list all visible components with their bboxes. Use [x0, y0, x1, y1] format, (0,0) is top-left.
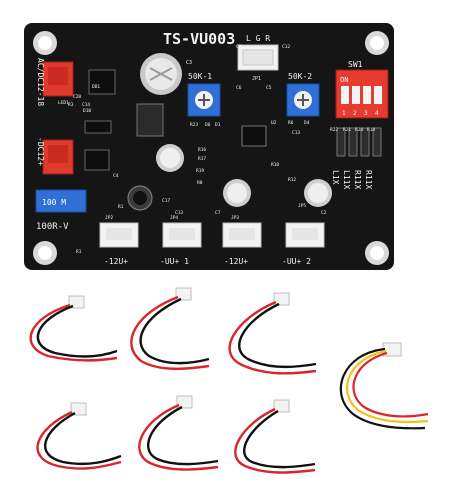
connector-label-3: -12U+ — [224, 257, 248, 266]
capacitor-220uf-right — [304, 179, 332, 207]
potentiometer-50k-2: 50K-2 — [286, 72, 320, 117]
voltage-regulator — [136, 103, 164, 137]
cable-set — [29, 287, 429, 474]
two-pin-cable-2 — [130, 287, 210, 370]
svg-text:D1: D1 — [215, 122, 221, 128]
capacitor-large: C3 — [140, 53, 192, 95]
svg-text:JP3: JP3 — [231, 215, 239, 221]
resistor-array-right — [336, 127, 382, 157]
svg-text:C20: C20 — [73, 94, 81, 100]
connector-jp4: -UU+ 1 — [160, 222, 202, 266]
mounting-hole-top-right — [365, 31, 389, 55]
silkscreen-small-labels: C20 D10 DB1 LED1 R3 C14 C4 R1 C13 C17 R1… — [58, 44, 375, 255]
tag-r11x-1: R11X — [364, 170, 373, 189]
svg-text:C13: C13 — [292, 130, 300, 136]
two-pin-cable-1 — [29, 295, 118, 362]
two-pin-cable-3 — [228, 292, 317, 375]
pot-left-label: 50K-1 — [188, 72, 212, 81]
svg-text:C13: C13 — [175, 210, 183, 216]
svg-text:C14: C14 — [82, 102, 90, 108]
connector-jp2: -12U+ — [99, 222, 139, 266]
bridge-rectifier — [88, 69, 116, 95]
svg-text:R8: R8 — [197, 180, 203, 186]
connector-label-2: -UU+ 1 — [160, 257, 189, 266]
potentiometer-50k-1: 50K-1 — [187, 72, 221, 117]
side-label-ac-dc: AC/DC12-18 — [36, 58, 45, 106]
connector-label-1: -12U+ — [104, 257, 128, 266]
two-pin-cable-5 — [138, 395, 219, 471]
svg-text:R22: R22 — [330, 127, 338, 133]
svg-text:R3: R3 — [68, 102, 74, 108]
trimmer-marking: 100 M — [42, 198, 66, 207]
two-pin-cable-4 — [36, 402, 122, 470]
svg-text:LED1: LED1 — [58, 100, 69, 106]
svg-text:R17: R17 — [198, 156, 206, 162]
svg-text:JP2: JP2 — [105, 215, 113, 221]
svg-text:R1: R1 — [118, 204, 124, 210]
svg-text:3: 3 — [364, 110, 368, 117]
trimmer-label: 100R-V — [36, 222, 69, 232]
side-label-dc: -DC12+ — [36, 137, 45, 166]
transistor-block — [84, 149, 110, 171]
svg-text:R16: R16 — [198, 147, 206, 153]
capacitor-220uf-left — [156, 144, 184, 172]
diode-block — [84, 120, 112, 134]
svg-text:C12: C12 — [282, 44, 290, 50]
svg-text:JP4: JP4 — [170, 215, 178, 221]
svg-text:4: 4 — [375, 110, 379, 117]
svg-text:R20: R20 — [355, 127, 363, 133]
svg-text:U2: U2 — [271, 120, 277, 126]
ic-u2 — [241, 125, 267, 147]
two-pin-cable-6 — [234, 399, 316, 474]
tag-l1x: L1X — [331, 170, 340, 185]
switch-on-label: ON — [340, 76, 348, 84]
connector-jp5: -UU+ 2 — [282, 222, 325, 266]
svg-text:D4: D4 — [304, 120, 310, 126]
svg-text:C1: C1 — [236, 44, 242, 50]
dip-switch-sw1: SW1 ON 1 2 3 4 — [335, 60, 389, 119]
connector-jp3: -12U+ — [222, 222, 262, 266]
svg-text:D10: D10 — [83, 108, 91, 114]
svg-text:R23: R23 — [190, 122, 198, 128]
svg-text:C7: C7 — [215, 210, 221, 216]
mounting-hole-bottom-left — [33, 241, 57, 265]
svg-text:C5: C5 — [266, 85, 272, 91]
svg-text:R6: R6 — [288, 120, 294, 126]
svg-text:1: 1 — [342, 110, 346, 117]
mounting-hole-bottom-right — [365, 241, 389, 265]
svg-text:C2: C2 — [321, 210, 327, 216]
mounting-hole-top-left — [33, 31, 57, 55]
switch-label: SW1 — [348, 60, 363, 69]
connector-label-4: -UU+ 2 — [282, 257, 311, 266]
svg-text:JP5: JP5 — [298, 203, 306, 209]
svg-text:D6: D6 — [205, 122, 211, 128]
header-label-lgr: L G R — [246, 34, 270, 43]
svg-text:R10: R10 — [271, 162, 279, 168]
three-pin-cable — [339, 342, 429, 430]
board-title: TS-VU003 — [163, 30, 235, 48]
inductor-470 — [127, 185, 153, 211]
svg-text:DB1: DB1 — [92, 84, 100, 90]
svg-text:C6: C6 — [236, 85, 242, 91]
vu-meter-driver-board: TS-VU003 L G R JP1 C3 AC/DC12-18 -DC12+ — [24, 23, 394, 270]
svg-text:R18: R18 — [367, 127, 375, 133]
trimmer-100r: 100 M 100R-V — [35, 189, 87, 232]
svg-text:2: 2 — [353, 110, 357, 117]
svg-text:C3: C3 — [186, 60, 192, 66]
svg-text:R1: R1 — [76, 249, 82, 255]
capacitor-220uf-mid — [223, 179, 251, 207]
pot-right-label: 50K-2 — [288, 72, 312, 81]
svg-text:R21: R21 — [343, 127, 351, 133]
svg-text:R19: R19 — [196, 168, 204, 174]
jp1-label: JP1 — [252, 76, 261, 82]
svg-text:C17: C17 — [162, 198, 170, 204]
svg-text:C4: C4 — [113, 173, 119, 179]
tag-l11x: L11X — [342, 170, 351, 189]
tag-r11x-2: R11X — [353, 170, 362, 189]
svg-text:R12: R12 — [288, 177, 296, 183]
